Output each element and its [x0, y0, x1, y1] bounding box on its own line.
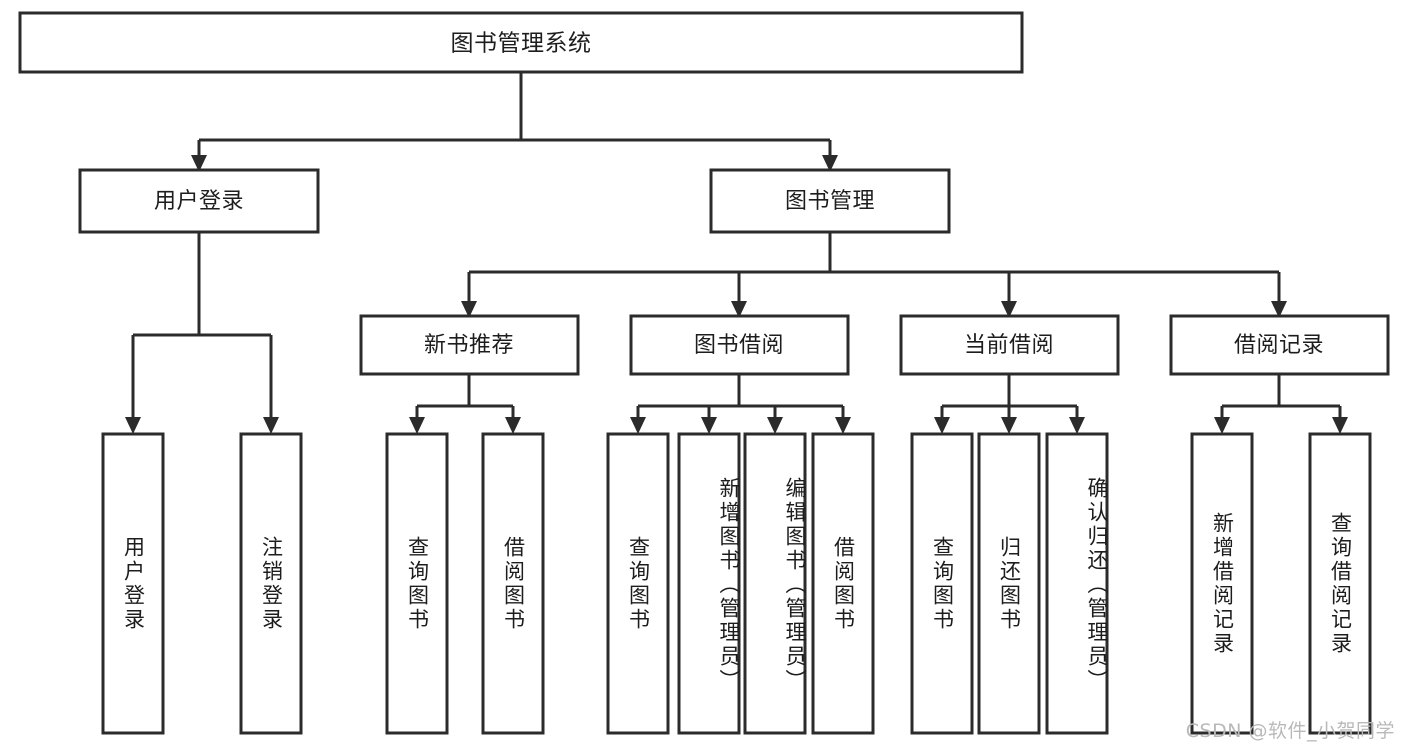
connector-book-borrow-to-leaves	[630, 374, 851, 434]
connector-root-to-level2	[191, 72, 838, 172]
arrow-to-current-borrow	[1001, 301, 1017, 318]
arrow-to-book-borrow	[731, 301, 747, 318]
leaf-box-query-book-2[interactable]	[606, 432, 670, 735]
node-user-login-box[interactable]	[78, 168, 320, 234]
node-new-book-recommend-box[interactable]	[359, 314, 580, 376]
leaf-box-return-book[interactable]	[977, 432, 1041, 735]
arrow-to-leaf-add-record	[1214, 417, 1230, 434]
leaf-box-edit-book[interactable]	[743, 432, 807, 735]
node-book-borrow-label: 图书借阅	[694, 333, 784, 358]
node-borrow-record[interactable]: 借阅记录	[1169, 314, 1390, 376]
arrow-to-new-book-recommend	[461, 301, 477, 318]
node-current-borrow-label: 当前借阅	[964, 333, 1054, 358]
node-borrow-record-label: 借阅记录	[1234, 333, 1324, 358]
leaf-box-add-book[interactable]	[677, 432, 741, 735]
leaf-boxes	[101, 432, 1372, 735]
node-user-login-label: 用户登录	[154, 189, 244, 214]
node-root-box[interactable]	[18, 11, 1024, 74]
leaf-box-borrow-book-2[interactable]	[811, 432, 875, 735]
arrow-to-leaf-query-book-1	[409, 417, 425, 434]
leaf-box-add-record[interactable]	[1190, 432, 1254, 735]
connector-book-manage-to-level3	[461, 232, 1287, 318]
arrow-to-user-login	[191, 155, 207, 172]
node-root-label: 图书管理系统	[451, 31, 592, 57]
leaf-box-query-book-1[interactable]	[385, 432, 449, 735]
node-current-borrow-box[interactable]	[899, 314, 1120, 376]
node-new-book-recommend[interactable]: 新书推荐	[359, 314, 580, 376]
arrow-to-leaf-query-book-3	[934, 417, 950, 434]
leaf-box-query-book-3[interactable]	[910, 432, 974, 735]
node-book-manage[interactable]: 图书管理	[709, 168, 951, 234]
node-borrow-record-box[interactable]	[1169, 314, 1390, 376]
connector-user-login-to-leaves	[125, 232, 279, 434]
node-current-borrow[interactable]: 当前借阅	[899, 314, 1120, 376]
node-user-login[interactable]: 用户登录	[78, 168, 320, 234]
leaf-box-user-login[interactable]	[101, 432, 165, 735]
leaf-box-confirm-return[interactable]	[1045, 432, 1109, 735]
connector-borrow-record-to-leaves	[1214, 374, 1348, 434]
arrow-to-leaf-query-record	[1332, 417, 1348, 434]
arrow-to-leaf-edit-book	[767, 417, 783, 434]
arrow-to-borrow-record	[1271, 301, 1287, 318]
node-book-manage-box[interactable]	[709, 168, 951, 234]
arrow-to-leaf-user-logout	[263, 417, 279, 434]
arrow-to-leaf-confirm-return	[1069, 417, 1085, 434]
leaf-box-query-record[interactable]	[1308, 432, 1372, 735]
node-book-borrow-box[interactable]	[629, 314, 850, 376]
arrow-to-leaf-add-book	[701, 417, 717, 434]
leaf-box-user-logout[interactable]	[239, 432, 303, 735]
node-book-manage-label: 图书管理	[785, 189, 875, 214]
watermark-text: CSDN @软件_小贺同学	[1185, 720, 1395, 742]
node-root[interactable]: 图书管理系统	[18, 11, 1024, 74]
arrow-to-leaf-borrow-book-1	[505, 417, 521, 434]
leaf-box-borrow-book-1[interactable]	[481, 432, 545, 735]
connector-current-borrow-to-leaves	[934, 374, 1085, 434]
arrow-to-leaf-user-login	[125, 417, 141, 434]
arrow-to-leaf-return-book	[1001, 417, 1017, 434]
node-new-book-recommend-label: 新书推荐	[424, 333, 514, 358]
node-book-borrow[interactable]: 图书借阅	[629, 314, 850, 376]
arrow-to-book-manage	[822, 155, 838, 172]
arrow-to-leaf-borrow-book-2	[835, 417, 851, 434]
connector-new-book-recommend-to-leaves	[409, 374, 521, 434]
arrow-to-leaf-query-book-2	[630, 417, 646, 434]
